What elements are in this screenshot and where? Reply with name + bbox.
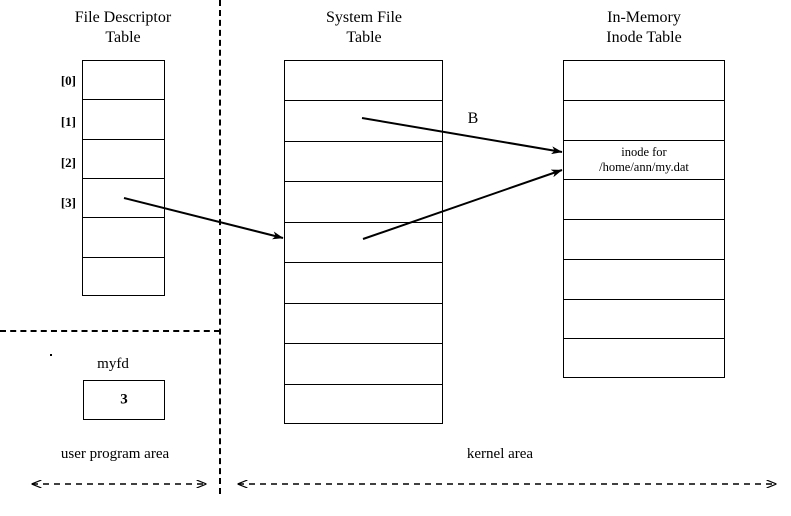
inode-table-row-highlighted[interactable]: inode for /home/ann/my.dat bbox=[564, 141, 724, 181]
fd-table-row[interactable] bbox=[83, 218, 164, 258]
system-file-table-title: System File Table bbox=[325, 9, 402, 46]
user-area-top-divider bbox=[0, 330, 220, 332]
sft-table-row[interactable] bbox=[285, 304, 442, 345]
fd-index-label-3: [3] bbox=[60, 195, 76, 210]
kernel-area-label: kernel area bbox=[466, 446, 534, 462]
myfd-label: myfd bbox=[97, 356, 129, 372]
sft-table-row[interactable] bbox=[285, 182, 442, 223]
arrow-b-label: B bbox=[467, 110, 479, 127]
sft-table-row[interactable] bbox=[285, 385, 442, 425]
inode-table-row[interactable] bbox=[564, 339, 724, 379]
sft-table-row[interactable] bbox=[285, 263, 442, 304]
fd-table-row[interactable] bbox=[83, 179, 164, 219]
myfd-value: 3 bbox=[120, 391, 128, 408]
inode-table-row[interactable] bbox=[564, 300, 724, 340]
myfd-box[interactable]: 3 bbox=[83, 380, 165, 420]
inode-table-row[interactable] bbox=[564, 61, 724, 101]
fd-table-title: File Descriptor Table bbox=[74, 9, 172, 46]
fd-index-label-2: [2] bbox=[60, 155, 76, 170]
inode-table: inode for /home/ann/my.dat bbox=[563, 60, 725, 378]
user-kernel-divider bbox=[219, 0, 221, 494]
file-descriptor-table bbox=[82, 60, 165, 296]
inode-table-title: In-Memory Inode Table bbox=[606, 9, 682, 46]
sft-table-row[interactable] bbox=[285, 223, 442, 264]
fd-table-row[interactable] bbox=[83, 140, 164, 179]
inode-table-row[interactable] bbox=[564, 101, 724, 141]
inode-table-row[interactable] bbox=[564, 260, 724, 300]
stray-dot bbox=[50, 354, 52, 356]
sft-table-row[interactable] bbox=[285, 101, 442, 142]
sft-table-row[interactable] bbox=[285, 344, 442, 385]
fd-table-row[interactable] bbox=[83, 100, 164, 140]
sft-table-row[interactable] bbox=[285, 61, 442, 102]
sft-table-row[interactable] bbox=[285, 142, 442, 183]
fd-table-row[interactable] bbox=[83, 61, 164, 101]
fd-table-row[interactable] bbox=[83, 258, 164, 297]
fd-index-label-0: [0] bbox=[60, 73, 76, 88]
user-program-area-label: user program area bbox=[60, 446, 170, 462]
fd-index-label-1: [1] bbox=[60, 114, 76, 129]
system-file-table bbox=[284, 60, 443, 424]
inode-entry-label: inode for /home/ann/my.dat bbox=[599, 144, 689, 174]
inode-table-row[interactable] bbox=[564, 220, 724, 260]
inode-table-row[interactable] bbox=[564, 180, 724, 220]
